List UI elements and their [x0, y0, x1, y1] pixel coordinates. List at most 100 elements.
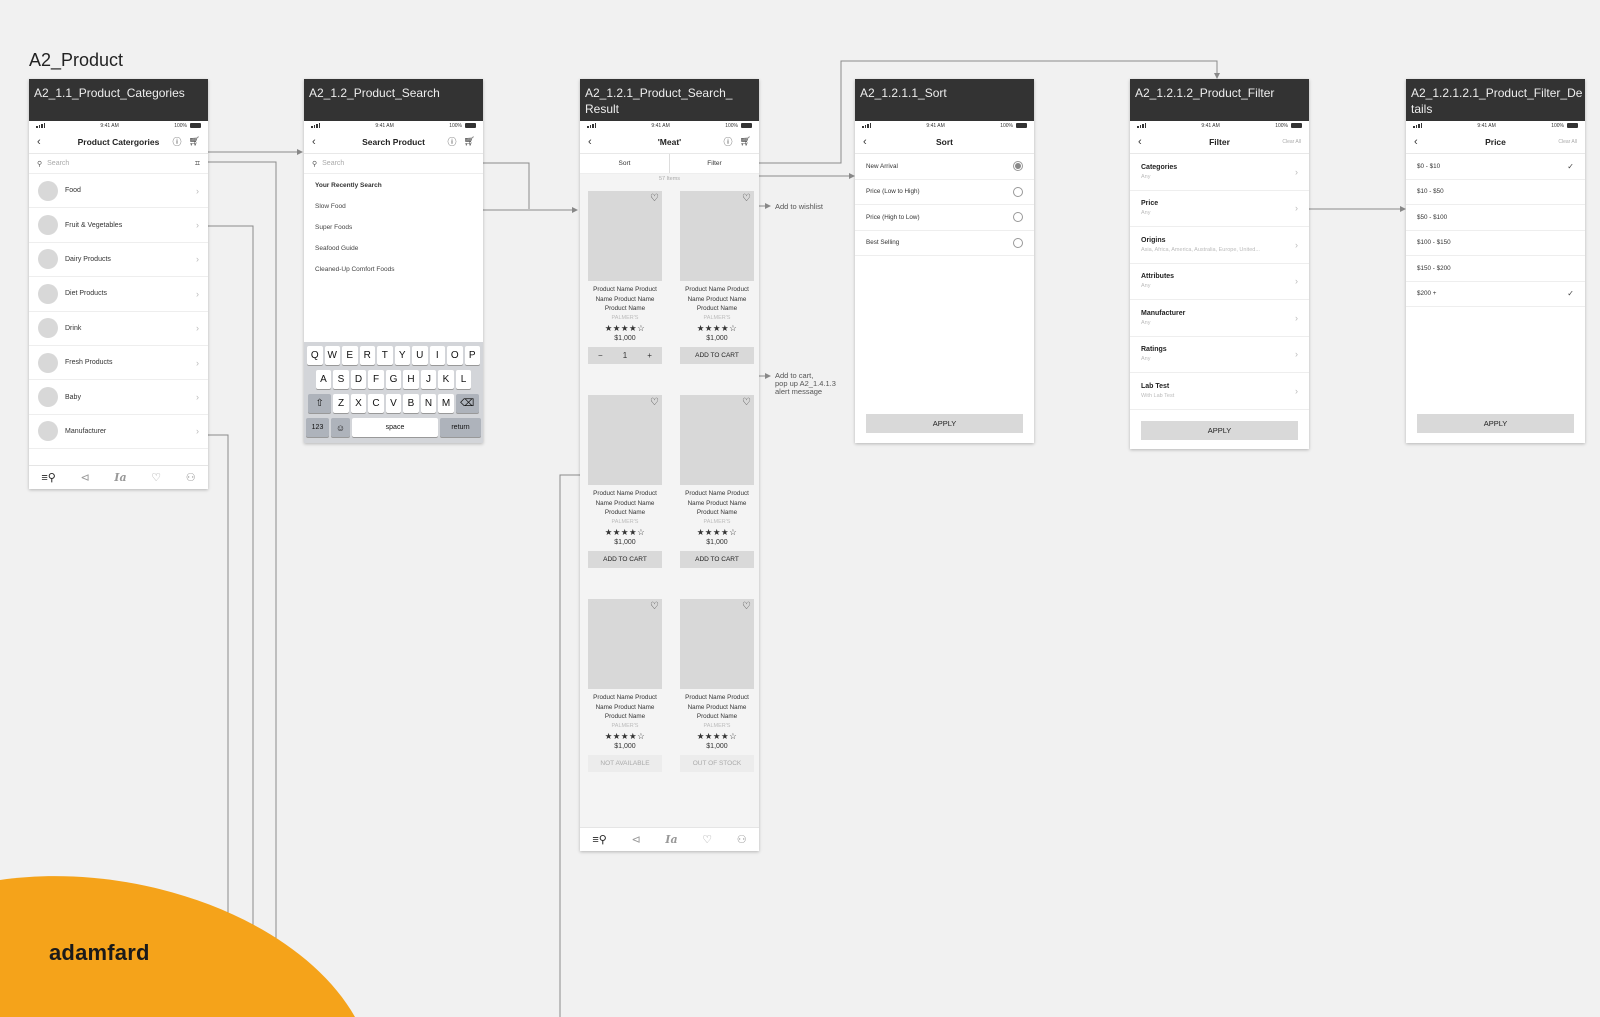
recent-search-item[interactable]: Seafood Guide — [315, 245, 359, 252]
price-option[interactable]: $150 - $200 — [1406, 256, 1585, 282]
category-row[interactable]: Baby› — [29, 380, 208, 415]
tab-promo-icon[interactable]: ⊲ — [631, 834, 641, 846]
tab-wishlist-icon[interactable]: ♡ — [702, 834, 713, 846]
help-icon[interactable]: ⓘ — [172, 137, 182, 147]
sort-tab[interactable]: Sort — [580, 154, 670, 173]
clear-all-link[interactable]: Clear All — [1558, 138, 1577, 145]
keyboard-key[interactable]: M — [438, 394, 454, 413]
wishlist-heart-icon[interactable]: ♡ — [650, 601, 659, 612]
product-card[interactable]: ♡Product Name Product Name Product Name … — [586, 597, 664, 801]
tab-wishlist-icon[interactable]: ♡ — [151, 472, 162, 484]
keyboard-key[interactable]: J — [420, 370, 437, 389]
category-row[interactable]: Manufacturer› — [29, 415, 208, 450]
back-icon[interactable]: ‹ — [863, 135, 867, 148]
keyboard-key[interactable]: D — [350, 370, 367, 389]
radio-button[interactable] — [1013, 161, 1023, 172]
sort-option[interactable]: Best Selling — [855, 231, 1034, 256]
category-row[interactable]: Dairy Products› — [29, 243, 208, 278]
keyboard-key[interactable]: U — [412, 346, 428, 365]
back-icon[interactable]: ‹ — [312, 135, 316, 148]
price-option[interactable]: $10 - $50 — [1406, 180, 1585, 205]
price-option[interactable]: $50 - $100 — [1406, 205, 1585, 231]
wishlist-heart-icon[interactable]: ♡ — [742, 397, 751, 408]
keyboard-key[interactable]: S — [333, 370, 349, 389]
wishlist-heart-icon[interactable]: ♡ — [742, 601, 751, 612]
help-icon[interactable]: ⓘ — [723, 137, 733, 147]
search-input[interactable]: ⚲ Search ⌗ — [29, 154, 208, 174]
search-input[interactable]: ⚲ Search — [304, 154, 483, 174]
tab-profile-icon[interactable]: ⚇ — [185, 472, 196, 484]
tab-profile-icon[interactable]: ⚇ — [736, 834, 747, 846]
sort-option[interactable]: Price (High to Low) — [855, 205, 1034, 231]
tab-logo-icon[interactable]: Ia — [114, 471, 127, 484]
category-row[interactable]: Food› — [29, 174, 208, 209]
keyboard-key[interactable]: Y — [394, 346, 410, 365]
price-option[interactable]: $200 +✓ — [1406, 282, 1585, 307]
add-to-cart-button[interactable]: ADD TO CART — [680, 550, 754, 568]
keyboard-key[interactable]: B — [403, 394, 419, 413]
keyboard-key[interactable]: R — [359, 346, 375, 365]
back-icon[interactable]: ‹ — [1138, 135, 1142, 148]
minus-button[interactable]: − — [598, 350, 603, 360]
filter-tab[interactable]: Filter — [707, 160, 722, 167]
emoji-key[interactable]: ☺ — [331, 418, 350, 437]
back-icon[interactable]: ‹ — [1414, 135, 1418, 148]
recent-search-item[interactable]: Slow Food — [315, 203, 346, 210]
cart-icon[interactable]: 🛒︎ — [739, 136, 751, 146]
space-key[interactable]: space — [352, 418, 438, 437]
back-icon[interactable]: ‹ — [588, 135, 592, 148]
category-row[interactable]: Fruit & Vegetables› — [29, 208, 208, 243]
wishlist-heart-icon[interactable]: ♡ — [742, 193, 751, 204]
price-option[interactable]: $0 - $10✓ — [1406, 154, 1585, 180]
keyboard-key[interactable]: N — [420, 394, 437, 413]
product-card[interactable]: ♡Product Name Product Name Product Name … — [678, 393, 756, 597]
apply-button[interactable]: APPLY — [1417, 414, 1574, 433]
tab-catalog-icon[interactable]: ≡⚲ — [41, 472, 56, 484]
keyboard-key[interactable]: K — [438, 370, 454, 389]
apply-button[interactable]: APPLY — [1141, 421, 1298, 440]
tab-promo-icon[interactable]: ⊲ — [80, 472, 90, 484]
scan-icon[interactable]: ⌗ — [194, 158, 200, 168]
back-icon[interactable]: ‹ — [37, 135, 41, 148]
quantity-stepper[interactable]: −1+ — [588, 346, 662, 364]
keyboard-key[interactable]: Q — [307, 346, 323, 365]
product-card[interactable]: ♡Product Name Product Name Product Name … — [586, 393, 664, 597]
numbers-key[interactable]: 123 — [306, 418, 329, 437]
product-card[interactable]: ♡Product Name Product Name Product Name … — [586, 189, 664, 393]
return-key[interactable]: return — [440, 418, 481, 437]
sort-option[interactable]: New Arrival — [855, 154, 1034, 180]
keyboard-key[interactable]: L — [455, 370, 472, 389]
price-option[interactable]: $100 - $150 — [1406, 231, 1585, 256]
keyboard-key[interactable]: E — [342, 346, 358, 365]
keyboard-key[interactable]: G — [385, 370, 402, 389]
keyboard-key[interactable]: X — [350, 394, 367, 413]
keyboard-key[interactable]: P — [464, 346, 480, 365]
keyboard-key[interactable]: Z — [333, 394, 349, 413]
radio-button[interactable] — [1013, 237, 1023, 248]
recent-search-item[interactable]: Super Foods — [315, 224, 353, 231]
help-icon[interactable]: ⓘ — [447, 137, 457, 147]
shift-key[interactable]: ⇧ — [308, 394, 332, 413]
tab-logo-icon[interactable]: Ia — [665, 833, 678, 846]
recent-search-item[interactable]: Cleaned-Up Comfort Foods — [315, 266, 395, 273]
sort-option[interactable]: Price (Low to High) — [855, 180, 1034, 205]
radio-button[interactable] — [1013, 186, 1023, 197]
category-row[interactable]: Diet Products› — [29, 277, 208, 312]
wishlist-heart-icon[interactable]: ♡ — [650, 193, 659, 204]
plus-button[interactable]: + — [647, 350, 652, 360]
keyboard-key[interactable]: O — [447, 346, 463, 365]
keyboard-key[interactable]: I — [429, 346, 445, 365]
keyboard-key[interactable]: W — [324, 346, 340, 365]
keyboard-key[interactable]: F — [368, 370, 384, 389]
keyboard-key[interactable]: C — [368, 394, 384, 413]
keyboard-key[interactable]: V — [385, 394, 402, 413]
add-to-cart-button[interactable]: ADD TO CART — [680, 346, 754, 364]
add-to-cart-button[interactable]: ADD TO CART — [588, 550, 662, 568]
